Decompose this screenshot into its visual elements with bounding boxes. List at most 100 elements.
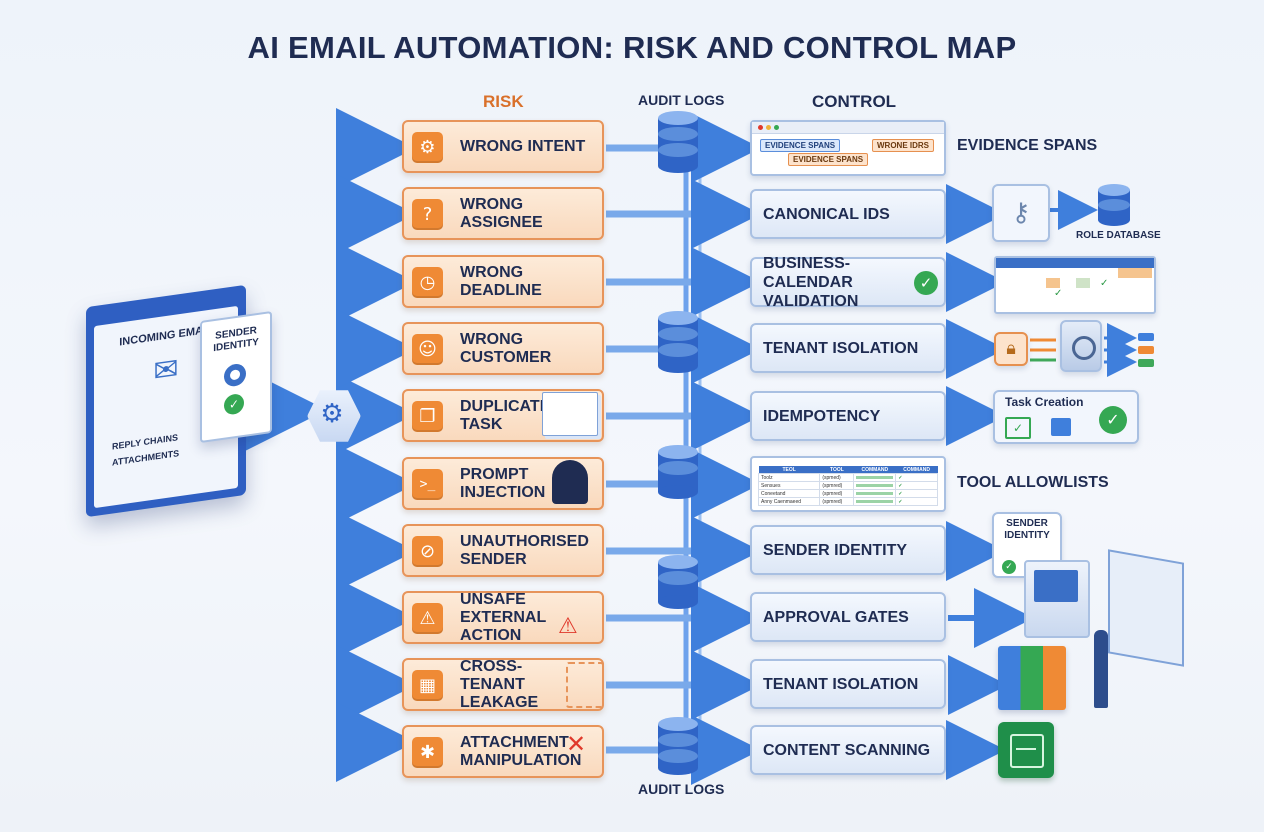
database-icon: [658, 445, 698, 499]
corrupted-file-icon: ✱: [412, 737, 443, 768]
risk-label: UNAUTHORISED SENDER: [460, 532, 589, 568]
evidence-spans-label: EVIDENCE SPANS: [957, 137, 1098, 154]
table-cell: Sensues: [757, 481, 821, 490]
table-cell: ✓: [895, 497, 938, 506]
workstation-icon: [1024, 560, 1090, 638]
database-icon: [658, 111, 698, 173]
risk-wrong-deadline: ◷ WRONG DEADLINE: [402, 255, 604, 308]
check-icon: ✓: [1099, 406, 1127, 434]
gear-icon: ⚙: [320, 399, 344, 429]
control-tenant-isolation: TENANT ISOLATION: [750, 323, 946, 373]
table-cell: [853, 481, 897, 490]
control-approval-gates: APPROVAL GATES: [750, 592, 946, 642]
broken-file-icon: ✕: [566, 730, 587, 758]
blocked-tools-icon: ⊘: [412, 536, 443, 567]
table-row: Sensues (spmred) ✓: [757, 481, 938, 490]
table-row: Toolz (spmed) ✓: [757, 473, 938, 482]
control-business-calendar: BUSINESS-CALENDAR VALIDATION ✓: [750, 254, 946, 310]
table-cell: [853, 489, 897, 498]
control-sender-identity: SENDER IDENTITY: [750, 525, 946, 575]
person-icon: [1094, 630, 1108, 708]
table-cell: ✓: [895, 481, 938, 490]
control-label: CONTENT SCANNING: [763, 741, 931, 759]
tool-allowlist-table: TEOL TOOL COMMAND COMMAND Toolz (spmed) …: [750, 456, 946, 512]
risk-label: UNSAFE EXTERNAL ACTION: [460, 590, 546, 644]
control-label: TENANT ISOLATION: [763, 675, 919, 693]
audit-logs-header: AUDIT LOGS: [638, 92, 725, 108]
risk-wrong-intent: ⚙ WRONG INTENT: [402, 120, 604, 173]
warning-gear-icon: ⚠: [558, 614, 578, 639]
risk-cross-tenant-leakage: ▦ CROSS-TENANT LEAKAGE: [402, 658, 604, 711]
table-cell: [853, 473, 897, 482]
control-header: CONTROL: [812, 92, 897, 111]
table-cell: Anny Caenmaeed: [757, 497, 821, 506]
page-title: AI EMAIL AUTOMATION: RISK AND CONTROL MA…: [247, 30, 1017, 65]
control-label: CANONICAL IDS: [763, 205, 890, 223]
gears-icon: ⚙: [412, 132, 443, 163]
table-header: TOOL: [819, 466, 854, 474]
warning-icon: ⚠: [412, 603, 443, 634]
copy-icon: ❐: [412, 401, 443, 432]
control-idempotency: IDEMPOTENCY: [750, 391, 946, 441]
database-icon: [658, 555, 698, 609]
terminal-icon: >_: [412, 469, 443, 500]
control-label: BUSINESS-CALENDAR VALIDATION: [763, 254, 859, 310]
control-canonical-ids: CANONICAL IDS: [750, 189, 946, 239]
table-cell: [853, 497, 897, 506]
dashboard-panel-icon: [1108, 549, 1184, 667]
table-cell: ✓: [895, 473, 938, 482]
sender-identity-card: SENDER IDENTITY ● ✓: [200, 310, 272, 444]
risk-label: WRONG DEADLINE: [460, 263, 542, 299]
users-icon: ☺: [412, 334, 443, 365]
database-icon: [658, 717, 698, 775]
risk-label: DUPLICATE TASK: [460, 397, 551, 433]
table-row: Anny Caenmaeed (spmred) ✓: [757, 497, 938, 506]
risk-label: ATTACHMENT MANIPULATION: [460, 733, 582, 769]
risk-label: WRONG INTENT: [460, 137, 586, 155]
attachments-label: ATTACHMENTS: [112, 448, 180, 468]
table-cell: Coneetand: [757, 489, 821, 498]
table-header: COMMAND: [895, 466, 938, 474]
leakage-diagram-icon: [566, 662, 604, 708]
calendar-grid: ✓ ✓: [994, 256, 1156, 314]
tool-allowlists-label: TOOL ALLOWLISTS: [957, 474, 1109, 491]
table-cell: (spmred): [819, 497, 855, 506]
control-label: APPROVAL GATES: [763, 608, 909, 626]
task-creation-card: Task Creation ✓ ✓: [993, 390, 1139, 444]
table-cell: (spmred): [819, 481, 855, 490]
evidence-chip: EVIDENCE SPANS: [788, 153, 869, 166]
key-card: ⚷: [992, 184, 1050, 242]
padlock-icon: 🔒︎: [994, 332, 1028, 366]
database-icon: [658, 311, 698, 373]
hacker-icon: [552, 460, 588, 504]
evidence-chip: EVIDENCE SPANS: [760, 139, 841, 152]
risk-label: WRONG CUSTOMER: [460, 330, 552, 366]
control-label: IDEMPOTENCY: [763, 407, 881, 425]
role-database-label: ROLE DATABASE: [1076, 230, 1161, 241]
scan-icon: [998, 722, 1054, 778]
control-content-scanning: CONTENT SCANNING: [750, 725, 946, 775]
router-hub: [307, 390, 361, 442]
table-cell: (spmred): [819, 489, 855, 498]
user-question-icon: ?: [412, 199, 443, 230]
task-block-icon: [1051, 418, 1071, 436]
risk-unsafe-external-action: ⚠ UNSAFE EXTERNAL ACTION: [402, 591, 604, 644]
audit-logs-bottom-label: AUDIT LOGS: [638, 781, 725, 797]
check-icon: ✓: [224, 392, 244, 416]
table-header: COMMAND: [853, 466, 896, 474]
check-icon: ✓: [914, 271, 938, 295]
table-cell: ✓: [895, 489, 938, 498]
risk-wrong-assignee: ? WRONG ASSIGNEE: [402, 187, 604, 240]
risk-header: RISK: [483, 92, 524, 111]
tenant-cube-icon: [998, 646, 1066, 710]
wrong-ids-chip: WRONE IDRS: [872, 139, 934, 152]
user-icon: ●: [224, 362, 246, 388]
check-icon: ✓: [1002, 560, 1016, 574]
clock-alert-icon: ◷: [412, 267, 443, 298]
table-cell: (spmed): [819, 473, 855, 482]
key-icon: ⚷: [1011, 198, 1031, 228]
sender-identity-mini-label: SENDER IDENTITY: [1004, 518, 1050, 541]
risk-label: CROSS-TENANT LEAKAGE: [460, 657, 539, 711]
